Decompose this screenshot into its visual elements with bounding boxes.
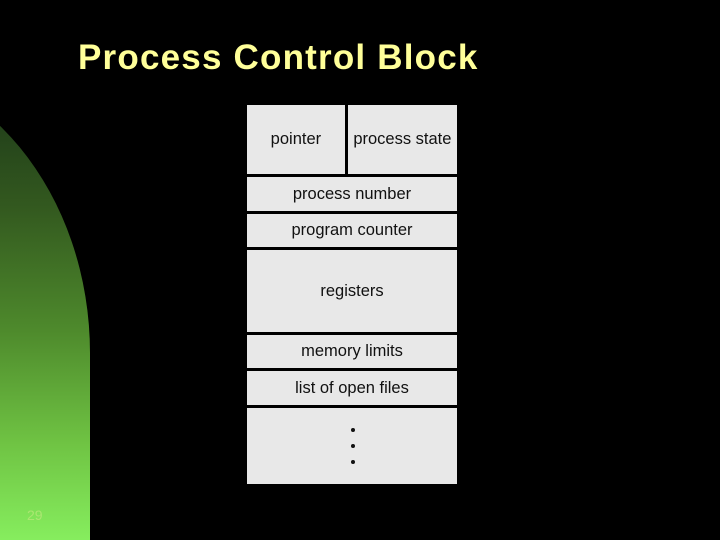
ellipsis-dot <box>351 459 355 464</box>
slide-number: 29 <box>27 507 43 523</box>
gradient-fill <box>0 62 90 540</box>
cell-process-state: process state <box>353 130 452 149</box>
ellipsis-dot <box>351 443 355 448</box>
green-curved-band-decoration <box>0 62 90 540</box>
cell-program-counter: program counter <box>247 213 457 251</box>
vertical-ellipsis-icon <box>351 427 355 464</box>
cell-registers: registers <box>247 250 457 335</box>
cell-vertical-ellipsis <box>247 407 457 484</box>
cell-list-of-open-files: list of open files <box>247 371 457 408</box>
ellipsis-dot <box>351 427 355 432</box>
cell-memory-limits: memory limits <box>247 334 457 372</box>
cell-pointer: pointer <box>247 105 348 175</box>
page-title: Process Control Block <box>78 38 479 77</box>
table-row: pointer process state <box>247 105 457 178</box>
process-control-block-table: pointer process state process number pro… <box>244 102 460 487</box>
cell-process-number: process number <box>247 177 457 214</box>
